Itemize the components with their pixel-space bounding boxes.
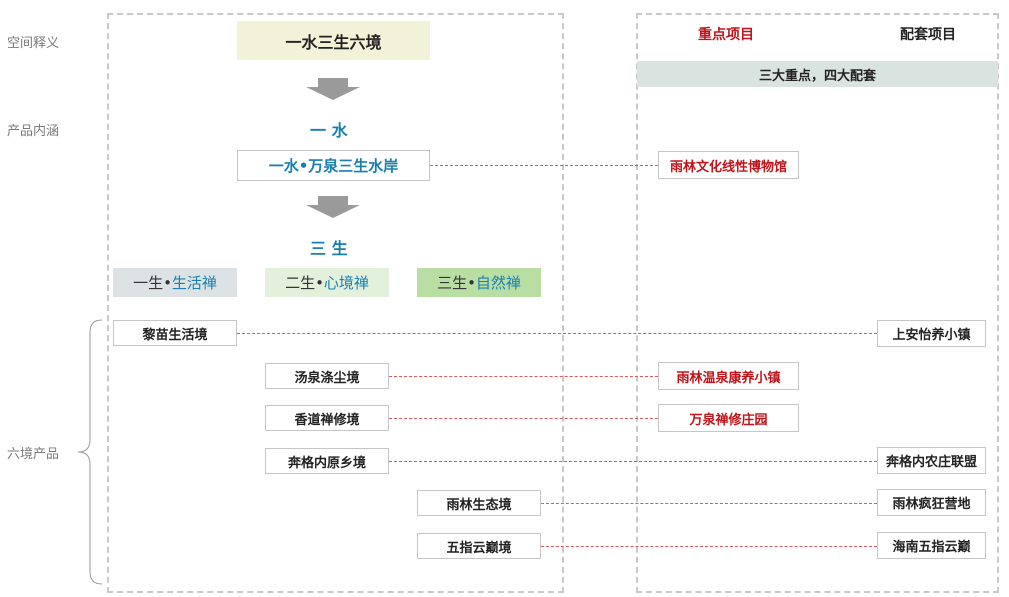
connector-line <box>237 333 877 334</box>
support-project-camp: 雨林疯狂营地 <box>877 489 986 516</box>
support-project-wuzhi: 海南五指云巅 <box>877 532 986 559</box>
connector-line <box>430 165 658 166</box>
one-water-heading: 一 水 <box>310 121 348 140</box>
water-shore-box: 一水•万泉三生水岸 <box>237 150 430 181</box>
key-project-hotspring: 雨林温泉康养小镇 <box>658 362 799 390</box>
key-project-manor: 万泉禅修庄园 <box>658 404 799 432</box>
life-three-box: 三生•自然禅 <box>417 268 541 297</box>
connector-line <box>389 376 658 377</box>
support-project-shangan: 上安怡养小镇 <box>877 320 986 347</box>
row-label-content: 产品内涵 <box>7 124 60 139</box>
row-label-six: 六境产品 <box>7 447 60 462</box>
support-project-bengenei: 奔格内农庄联盟 <box>877 447 986 474</box>
six-realms-brace <box>77 319 103 585</box>
life-three-prefix: 三生• <box>437 274 476 292</box>
life-two-box: 二生•心境禅 <box>265 268 389 297</box>
connector-line <box>541 503 877 504</box>
projects-banner: 三大重点，四大配套 <box>637 61 998 87</box>
projects-panel <box>636 13 999 593</box>
life-one-name: 生活禅 <box>171 274 217 292</box>
support-projects-header: 配套项目 <box>900 27 956 43</box>
center-title-box: 一水三生六境 <box>237 21 430 60</box>
realm-box-bengenei: 奔格内原乡境 <box>265 448 389 474</box>
life-two-name: 心境禅 <box>323 274 369 292</box>
three-life-heading: 三 生 <box>310 239 348 258</box>
center-panel <box>107 13 564 593</box>
realm-box-wuzhi: 五指云巅境 <box>417 533 541 559</box>
life-two-prefix: 二生• <box>285 274 324 292</box>
row-label-space: 空间释义 <box>7 36 60 51</box>
realm-box-tangquan: 汤泉涤尘境 <box>265 363 389 389</box>
connector-line <box>389 461 877 462</box>
key-project-museum: 雨林文化线性博物馆 <box>658 151 799 179</box>
realm-box-yulin: 雨林生态境 <box>417 490 541 516</box>
down-arrow-icon <box>306 78 360 100</box>
life-three-name: 自然禅 <box>475 274 521 292</box>
connector-line <box>389 418 658 419</box>
realm-box-xiangdao: 香道禅修境 <box>265 405 389 431</box>
life-one-prefix: 一生• <box>133 274 172 292</box>
connector-line <box>541 546 877 547</box>
down-arrow-icon <box>306 196 360 218</box>
life-one-box: 一生•生活禅 <box>113 268 237 297</box>
key-projects-header: 重点项目 <box>698 27 754 43</box>
realm-box-limiao: 黎苗生活境 <box>113 320 237 346</box>
